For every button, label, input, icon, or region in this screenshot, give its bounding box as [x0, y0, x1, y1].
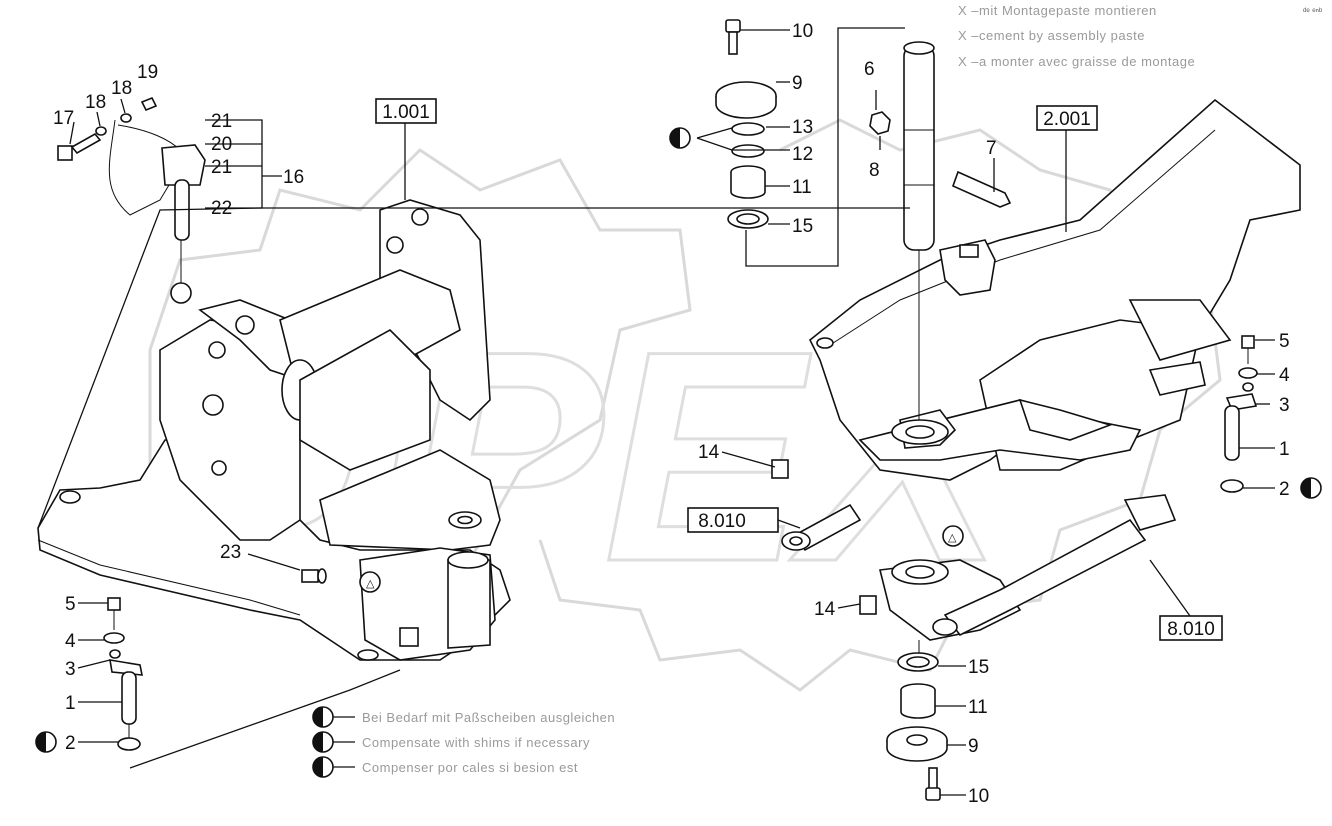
corner-mark: ᵈᵉ ᵉⁿᵇ [1303, 6, 1323, 16]
callout-19: 19 [137, 62, 158, 83]
callout-18-b: 18 [111, 78, 132, 99]
callout-15-bottom: 15 [968, 657, 989, 678]
bottom-bearing-stack [886, 652, 948, 801]
callout-4-right: 4 [1279, 365, 1290, 386]
shim-symbols [35, 127, 1322, 753]
callout-20: 20 [211, 134, 232, 155]
rear-frame-drawing: △ [771, 98, 1301, 641]
callout-6: 6 [864, 59, 875, 80]
callout-21-a: 21 [211, 111, 232, 132]
svg-text:△: △ [366, 578, 375, 590]
callout-12: 12 [792, 144, 813, 165]
callout-14-a: 14 [698, 442, 720, 463]
half-circle-icon [669, 127, 691, 149]
half-circle-icon [312, 706, 334, 728]
assembly-note-en: X –cement by assembly paste [958, 28, 1145, 43]
callout-15-top: 15 [792, 216, 813, 237]
callout-1-left: 1 [65, 693, 76, 714]
ref-box-1001-label: 1.001 [382, 102, 430, 123]
svg-text:△: △ [948, 532, 957, 544]
half-circle-icon [1300, 477, 1322, 499]
callout-18-a: 18 [85, 92, 106, 113]
callout-3-left: 3 [65, 659, 76, 680]
callout-16: 16 [283, 167, 304, 188]
callout-10-bottom: 10 [968, 786, 989, 807]
left-pin-stack [103, 597, 143, 751]
callouts: 17 18 18 19 21 20 21 16 22 10 9 13 12 11… [53, 21, 1290, 807]
callout-9-top: 9 [792, 73, 803, 94]
callout-7: 7 [986, 138, 997, 159]
half-circle-icon [35, 731, 57, 753]
right-pin-stack [1220, 335, 1258, 493]
callout-21-b: 21 [211, 157, 232, 178]
ref-box-1001[interactable]: 1.001 [375, 98, 437, 124]
callout-14-b: 14 [814, 599, 836, 620]
callout-3-right: 3 [1279, 395, 1290, 416]
shim-legend: Bei Bedarf mit Paßscheiben ausgleichen C… [312, 706, 615, 778]
ref-box-2001[interactable]: 2.001 [1036, 105, 1098, 131]
callout-1-right: 1 [1279, 439, 1290, 460]
shim-note-en: Compensate with shims if necessary [362, 735, 590, 750]
ref-box-8010-mid[interactable]: 8.010 [687, 507, 779, 533]
assembly-note-fr: X –a monter avec graisse de montage [958, 54, 1195, 69]
callout-2-right: 2 [1279, 479, 1290, 500]
front-frame-drawing: △ [37, 199, 511, 661]
assembly-notes: X –mit Montagepaste montieren X –cement … [958, 3, 1195, 69]
callout-4-left: 4 [65, 631, 76, 652]
callout-13: 13 [792, 117, 813, 138]
callout-11-bottom: 11 [968, 697, 988, 718]
leader-lines [37, 27, 1275, 796]
assembly-note-de: X –mit Montagepaste montieren [958, 3, 1157, 18]
callout-5-left: 5 [65, 594, 76, 615]
callout-2-left: 2 [65, 733, 76, 754]
shim-note-de: Bei Bedarf mit Paßscheiben ausgleichen [362, 710, 615, 725]
callout-10-top: 10 [792, 21, 813, 42]
callout-5-right: 5 [1279, 331, 1290, 352]
callout-9-bottom: 9 [968, 736, 979, 757]
ref-box-2001-label: 2.001 [1043, 109, 1091, 130]
top-bearing-stack [715, 19, 777, 229]
chain-pin-assembly [57, 96, 206, 304]
callout-22: 22 [211, 198, 232, 219]
callout-23: 23 [220, 542, 241, 563]
callout-17: 17 [53, 108, 74, 129]
callout-8: 8 [869, 160, 880, 181]
ref-box-8010-bottom-label: 8.010 [1167, 619, 1215, 640]
center-pin-assembly [869, 41, 1012, 660]
watermark-gear-right [538, 118, 1222, 692]
ref-box-8010-bottom[interactable]: 8.010 [1159, 615, 1223, 641]
callout-11-top: 11 [792, 177, 812, 198]
shim-note-fr: Compenser por cales si besion est [362, 760, 578, 775]
half-circle-icon [312, 731, 334, 753]
half-circle-icon [312, 756, 334, 778]
ref-box-8010-mid-label: 8.010 [698, 511, 746, 532]
